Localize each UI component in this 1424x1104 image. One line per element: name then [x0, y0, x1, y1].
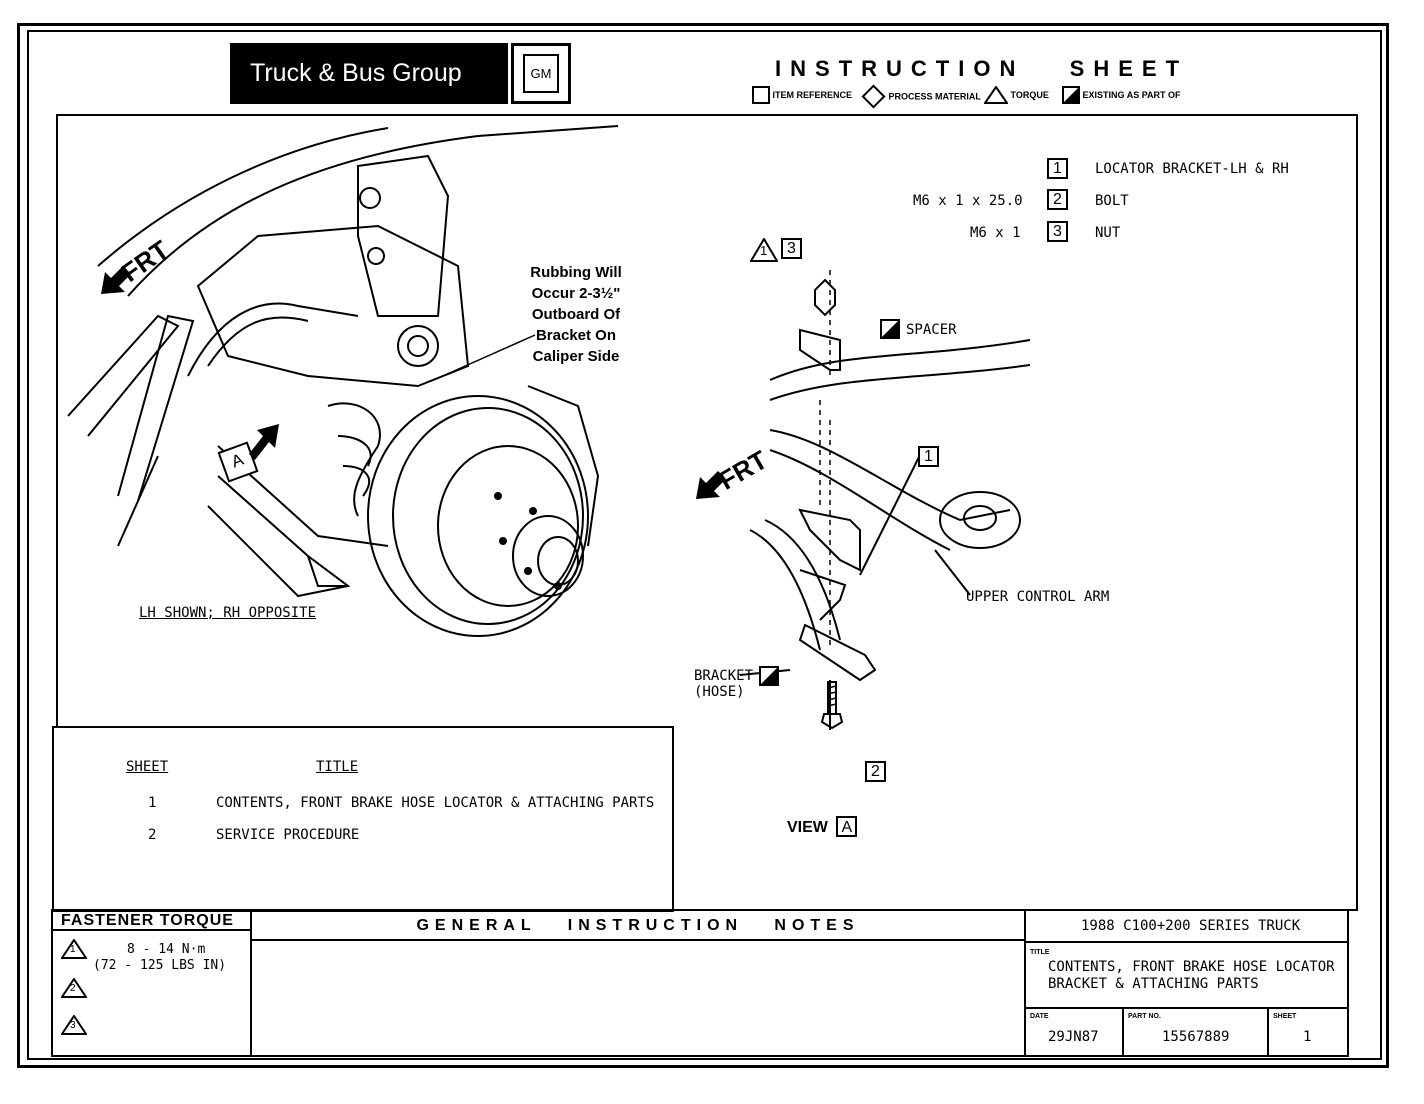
brand-label: Truck & Bus Group: [250, 59, 462, 87]
spacer-label: SPACER: [906, 322, 957, 338]
legend-label: TORQUE: [1010, 90, 1049, 100]
torque-2-label: 2: [70, 983, 76, 994]
inner-frame: [27, 30, 1382, 1060]
torque-1-value: 8 - 14 N·m: [127, 942, 206, 957]
col-header-sheet: SHEET: [126, 759, 169, 775]
notes-heading: GENERAL INSTRUCTION NOTES: [252, 911, 1024, 941]
date-cell: DATE 29JN87: [1026, 1009, 1124, 1055]
series-cell: 1988 C100+200 SERIES TRUCK: [1026, 911, 1347, 943]
view-label: VIEW: [787, 819, 828, 836]
date-value: 29JN87: [1048, 1029, 1099, 1045]
part-ref-box: 3: [1047, 221, 1068, 242]
fastener-torque-panel: FASTENER TORQUE 1 8 - 14 N·m (72 - 125 L…: [53, 911, 252, 1055]
rubbing-callout: Rubbing Will Occur 2-3½" Outboard Of Bra…: [530, 264, 622, 365]
bolt-icon: [820, 681, 844, 730]
legend-label: EXISTING AS PART OF: [1082, 90, 1181, 100]
legend-torque: TORQUE: [983, 85, 1049, 104]
part-spec: M6 x 1: [970, 225, 1021, 241]
table-row-title: CONTENTS, FRONT BRAKE HOSE LOCATOR & ATT…: [216, 795, 655, 811]
table-row-title: SERVICE PROCEDURE: [216, 827, 360, 843]
torque-2-icon: [61, 978, 87, 998]
brand-banner: Truck & Bus Group: [230, 43, 508, 104]
title-line-2: BRACKET & ATTACHING PARTS: [1048, 976, 1259, 992]
callout-leader: [444, 334, 536, 376]
part-spec: M6 x 1 x 25.0: [913, 193, 1023, 209]
date-field-label: DATE: [1030, 1013, 1049, 1020]
sheet-number-value: 1: [1303, 1029, 1312, 1045]
torque-1-value-imperial: (72 - 125 LBS IN): [93, 958, 227, 973]
legend-process-material: PROCESS MATERIAL: [861, 84, 981, 109]
legend-label: ITEM REFERENCE: [772, 90, 853, 100]
view-letter-box: A: [836, 816, 858, 837]
nut-ref-box: 3: [781, 238, 802, 259]
upper-control-arm-label: UPPER CONTROL ARM: [966, 589, 1110, 605]
front-arrow-icon: [101, 266, 131, 294]
front-suspension-illustration: [67, 125, 618, 637]
table-row-sheet: 1: [148, 795, 157, 811]
torque-1-label: 1: [70, 944, 76, 955]
title-field-label: TITLE: [1030, 949, 1050, 956]
col-header-title: TITLE: [316, 759, 359, 775]
half-filled-square-icon: [1062, 86, 1080, 104]
legend-item-reference: ITEM REFERENCE: [752, 86, 852, 104]
title-block: FASTENER TORQUE 1 8 - 14 N·m (72 - 125 L…: [51, 909, 1349, 1057]
page-title: INSTRUCTION SHEET: [775, 56, 1189, 81]
torque-ref-number: 1: [760, 243, 768, 258]
torque-1-icon: [61, 939, 87, 959]
outer-frame: [17, 23, 1389, 1068]
part-number-value: 15567889: [1162, 1029, 1230, 1045]
view-a-caption: VIEW A: [787, 816, 858, 837]
series-text: 1988 C100+200 SERIES TRUCK: [1081, 918, 1301, 934]
triangle-icon: [983, 85, 1009, 104]
view-a-letter: A: [228, 449, 247, 472]
sheet-index-table: SHEET TITLE 1 CONTENTS, FRONT BRAKE HOSE…: [52, 726, 674, 912]
square-icon: [752, 86, 770, 104]
legend-label: PROCESS MATERIAL: [888, 91, 981, 102]
view-a-arrow-icon: [249, 424, 279, 460]
bracket-hose-label: BRACKET: [694, 668, 754, 684]
lh-shown-caption: LH SHOWN; RH OPPOSITE: [139, 605, 317, 621]
front-arrow-icon: [696, 471, 726, 499]
bracket-hose-icon: [759, 666, 779, 686]
part-name: NUT: [1095, 225, 1121, 241]
bracket-ref-box: 1: [918, 446, 939, 467]
general-notes-panel: GENERAL INSTRUCTION NOTES: [252, 911, 1026, 1055]
sheet-field-label: SHEET: [1273, 1013, 1297, 1020]
part-number-field-label: PART NO.: [1128, 1013, 1161, 1020]
gm-logo: GM: [511, 43, 571, 104]
legend-existing: EXISTING AS PART OF: [1062, 86, 1181, 104]
sheet-number-cell: SHEET 1: [1269, 1009, 1347, 1055]
title-line-1: CONTENTS, FRONT BRAKE HOSE LOCATOR: [1048, 959, 1335, 975]
torque-3-label: 3: [70, 1020, 76, 1031]
table-row-sheet: 2: [148, 827, 157, 843]
spacer-icon: [880, 319, 900, 339]
torque-triangle-icon: [750, 238, 778, 262]
exploded-view-illustration: [739, 270, 1031, 730]
part-number-cell: PART NO. 15567889: [1124, 1009, 1269, 1055]
title-cell: TITLE CONTENTS, FRONT BRAKE HOSE LOCATOR…: [1026, 943, 1347, 1009]
part-name: LOCATOR BRACKET-LH & RH: [1095, 161, 1289, 177]
part-name: BOLT: [1095, 193, 1129, 209]
torque-3-icon: [61, 1015, 87, 1035]
fastener-torque-heading: FASTENER TORQUE: [53, 911, 250, 931]
bolt-ref-box: 2: [865, 761, 886, 782]
part-ref-box: 1: [1047, 158, 1068, 179]
bracket-hose-label-2: (HOSE): [694, 684, 745, 700]
gm-logo-text: GM: [523, 54, 559, 93]
part-ref-box: 2: [1047, 189, 1068, 210]
